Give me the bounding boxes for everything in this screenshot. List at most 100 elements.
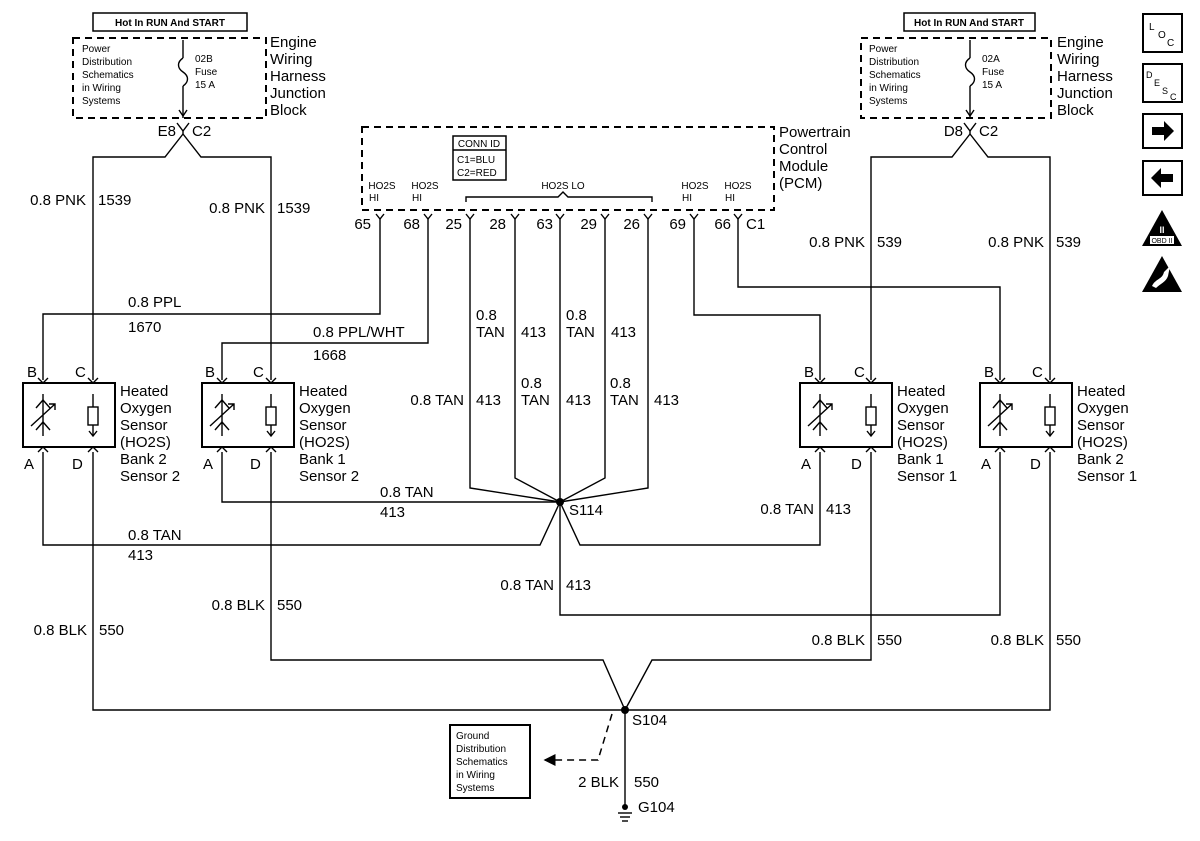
pcm-conn-id-c2: C2=RED [457,168,497,179]
sensor4-pin-a: A [981,456,991,473]
svg-text:in Wiring: in Wiring [82,83,121,94]
svg-text:Harness: Harness [1057,68,1113,85]
sensor1-name: Heated Oxygen Sensor (HO2S) Bank 2 Senso… [120,383,180,485]
svg-text:Oxygen: Oxygen [897,400,949,417]
junction-right-fuse-label: 02A Fuse 15 A [982,54,1005,91]
svg-text:Heated: Heated [299,383,347,400]
pcm-label-hi-69: HI [682,193,692,204]
wire-tan-s2-color: 0.8 TAN [380,484,434,501]
pcm-pin-29: 29 [580,216,597,233]
wire-tan-29-size: 0.8 [566,307,587,324]
svg-text:Sensor 1: Sensor 1 [1077,468,1137,485]
wire-tan-63-circuit: 413 [566,392,591,409]
svg-text:Bank 1: Bank 1 [299,451,346,468]
pcm-label-hi-68: HI [412,193,422,204]
pcm-label-hi-65: HI [369,193,379,204]
wire-tan-25-color: 0.8 TAN [410,392,464,409]
wire-blk-1-color: 0.8 BLK [34,622,87,639]
svg-text:S: S [1162,86,1168,96]
wire-blk-4-circuit: 550 [1056,632,1081,649]
svg-text:Harness: Harness [270,68,326,85]
svg-text:Block: Block [1057,102,1094,119]
junction-right-pin: D8 [944,123,963,140]
wire-tan-s3-color: 0.8 TAN [760,501,814,518]
loc-icon[interactable]: L O C [1142,13,1183,53]
svg-text:Engine: Engine [270,34,317,51]
svg-text:Junction: Junction [270,85,326,102]
splice-s114-label: S114 [569,502,603,519]
svg-text:OBD II: OBD II [1151,238,1172,245]
svg-text:Sensor: Sensor [299,417,347,434]
heater-element-icon [87,406,99,426]
svg-text:02B: 02B [195,54,213,65]
junction-right-conn: C2 [979,123,998,140]
wire-pnk-4-color: 0.8 PNK [988,234,1044,251]
svg-text:L: L [1149,22,1155,33]
wire-tan-s1-color: 0.8 TAN [128,527,182,544]
wire-ppl-wht-circuit: 1668 [313,347,346,364]
pcm-pin-69: 69 [669,216,686,233]
wire-pnk-4-circuit: 539 [1056,234,1081,251]
fuse-symbol-icon [177,57,189,87]
pcm-pin-63: 63 [536,216,553,233]
junction-block-left: Hot In RUN And START Power Distribution … [72,12,326,380]
svg-text:Heated: Heated [897,383,945,400]
variable-resistor-icon [807,403,833,427]
wire-tan-63-color: TAN [521,392,550,409]
wire-tan-s3-circuit: 413 [826,501,851,518]
svg-text:in Wiring: in Wiring [456,770,495,781]
svg-text:Powertrain: Powertrain [779,124,851,141]
sensor1-pin-d: D [72,456,83,473]
wire-tan-25-circuit: 413 [476,392,501,409]
svg-text:Systems: Systems [456,783,494,794]
svg-text:(PCM): (PCM) [779,175,822,192]
pcm-conn-id-title: CONN ID [458,139,500,150]
svg-text:Distribution: Distribution [869,57,919,68]
svg-text:Bank 1: Bank 1 [897,451,944,468]
sensor2-pin-c: C [253,364,264,381]
svg-text:Heated: Heated [1077,383,1125,400]
svg-text:Fuse: Fuse [982,67,1005,78]
wire-ground-color: 2 BLK [578,774,619,791]
sensor2-name: Heated Oxygen Sensor (HO2S) Bank 1 Senso… [299,383,359,485]
pcm-module: CONN ID C1=BLU C2=RED Powertrain Control… [354,124,850,233]
arrow-left-icon[interactable] [1142,160,1183,196]
svg-text:Distribution: Distribution [456,744,506,755]
junction-left-header: Hot In RUN And START [115,18,225,29]
svg-text:Junction: Junction [1057,85,1113,102]
pcm-conn-c1: C1 [746,216,765,233]
sensor-bank2-sensor2: B C A D Heated Oxygen Sensor (HO2S) Bank… [22,364,180,485]
junction-left-note: Power Distribution Schematics in Wiring … [82,44,134,107]
wire-tan-29-circuit: 413 [611,324,636,341]
splice-s104 [621,706,629,714]
heater-element-icon [1044,406,1056,426]
wire-tan-s2-circuit: 413 [380,504,405,521]
heater-element-icon [865,406,877,426]
svg-text:15 A: 15 A [982,80,1002,91]
pcm-label-ho2s-69: HO2S [681,181,709,192]
svg-text:Ground: Ground [456,731,489,742]
side-icons: L O C D E S C II OBD II [1142,13,1183,292]
pcm-label-ho2s-65: HO2S [368,181,396,192]
sensor2-pin-d: D [250,456,261,473]
wire-pnk-1-color: 0.8 PNK [30,192,86,209]
pcm-name: Powertrain Control Module (PCM) [779,124,851,192]
sensor1-pin-b: B [27,364,37,381]
ground-distribution-note: Ground Distribution Schematics in Wiring… [449,713,613,799]
arrow-right-icon[interactable] [1142,113,1183,149]
svg-text:Sensor: Sensor [120,417,168,434]
wire-blk-4-color: 0.8 BLK [991,632,1044,649]
wire-blk-3-color: 0.8 BLK [812,632,865,649]
desc-icon[interactable]: D E S C [1142,63,1183,103]
pcm-label-hi-66: HI [725,193,735,204]
svg-text:Systems: Systems [82,96,120,107]
wire-pnk-1-circuit: 1539 [98,192,131,209]
svg-text:Sensor: Sensor [1077,417,1125,434]
junction-left-conn: C2 [192,123,211,140]
sensor2-pin-a: A [203,456,213,473]
svg-text:15 A: 15 A [195,80,215,91]
junction-left-name: Engine Wiring Harness Junction Block [270,34,326,119]
wire-tan-28-size: 0.8 [476,307,497,324]
sensor3-pin-a: A [801,456,811,473]
